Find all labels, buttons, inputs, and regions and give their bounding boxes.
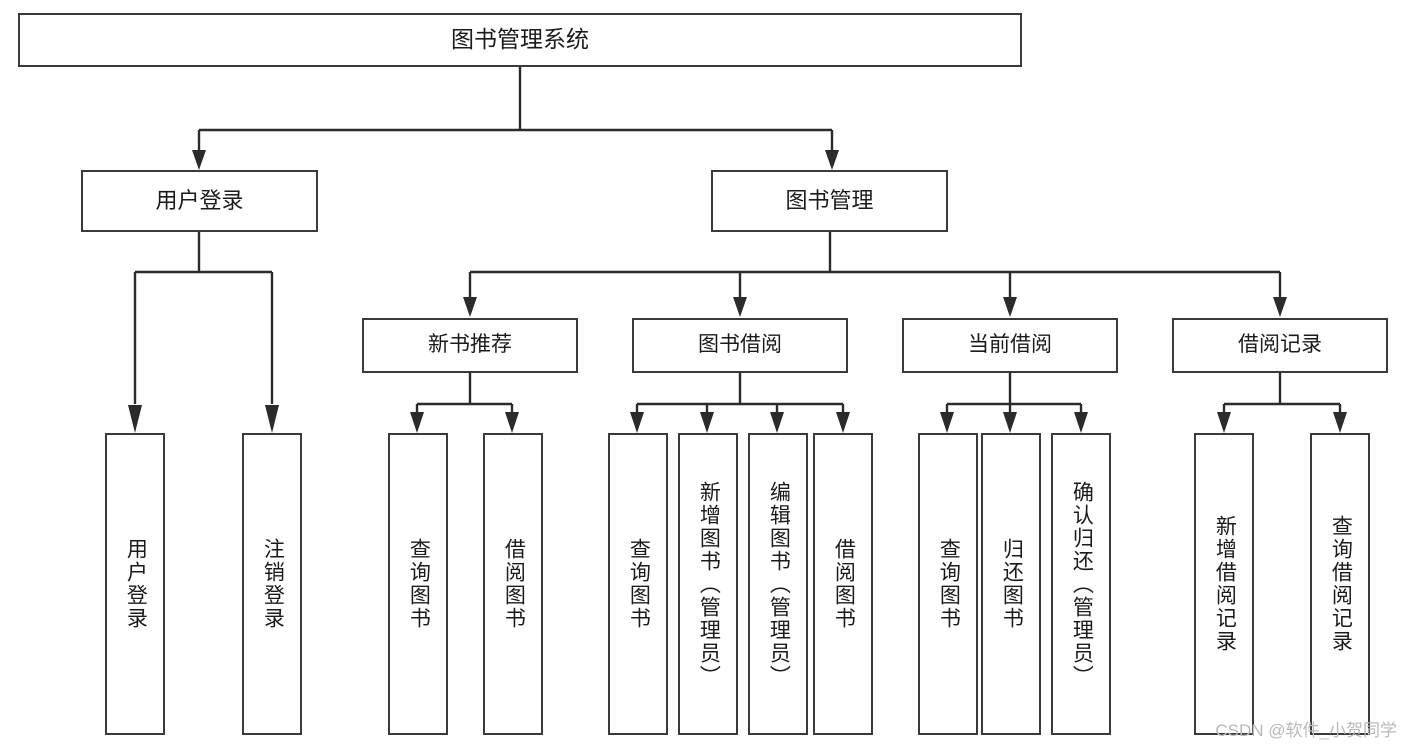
leaf-recommend-borrow-book[interactable]: 借阅图书 bbox=[483, 433, 543, 735]
leaf-user-login-signout[interactable]: 注销登录 bbox=[242, 433, 302, 735]
leaf-record-add-record[interactable]: 新增借阅记录 bbox=[1194, 433, 1254, 735]
node-book-borrow[interactable]: 图书借阅 bbox=[632, 318, 848, 373]
node-borrow-record[interactable]: 借阅记录 bbox=[1172, 318, 1388, 373]
node-root-system[interactable]: 图书管理系统 bbox=[18, 13, 1022, 67]
node-book-management[interactable]: 图书管理 bbox=[711, 170, 948, 232]
leaf-current-query-book[interactable]: 查询图书 bbox=[918, 433, 978, 735]
leaf-borrow-add-book-admin[interactable]: 新增图书（管理员） bbox=[678, 433, 738, 735]
leaf-record-query-record[interactable]: 查询借阅记录 bbox=[1310, 433, 1370, 735]
leaf-current-confirm-return-admin[interactable]: 确认归还（管理员） bbox=[1051, 433, 1111, 735]
node-current-borrow[interactable]: 当前借阅 bbox=[902, 318, 1118, 373]
node-new-book-recommend[interactable]: 新书推荐 bbox=[362, 318, 578, 373]
leaf-borrow-edit-book-admin[interactable]: 编辑图书（管理员） bbox=[748, 433, 808, 735]
leaf-current-return-book[interactable]: 归还图书 bbox=[981, 433, 1041, 735]
watermark-text: CSDN @软件_小贺同学 bbox=[1215, 721, 1397, 740]
leaf-borrow-query-book[interactable]: 查询图书 bbox=[608, 433, 668, 735]
leaf-user-login-signin[interactable]: 用户登录 bbox=[105, 433, 165, 735]
leaf-borrow-borrow-book[interactable]: 借阅图书 bbox=[813, 433, 873, 735]
leaf-recommend-query-book[interactable]: 查询图书 bbox=[388, 433, 448, 735]
node-user-login[interactable]: 用户登录 bbox=[81, 170, 318, 232]
